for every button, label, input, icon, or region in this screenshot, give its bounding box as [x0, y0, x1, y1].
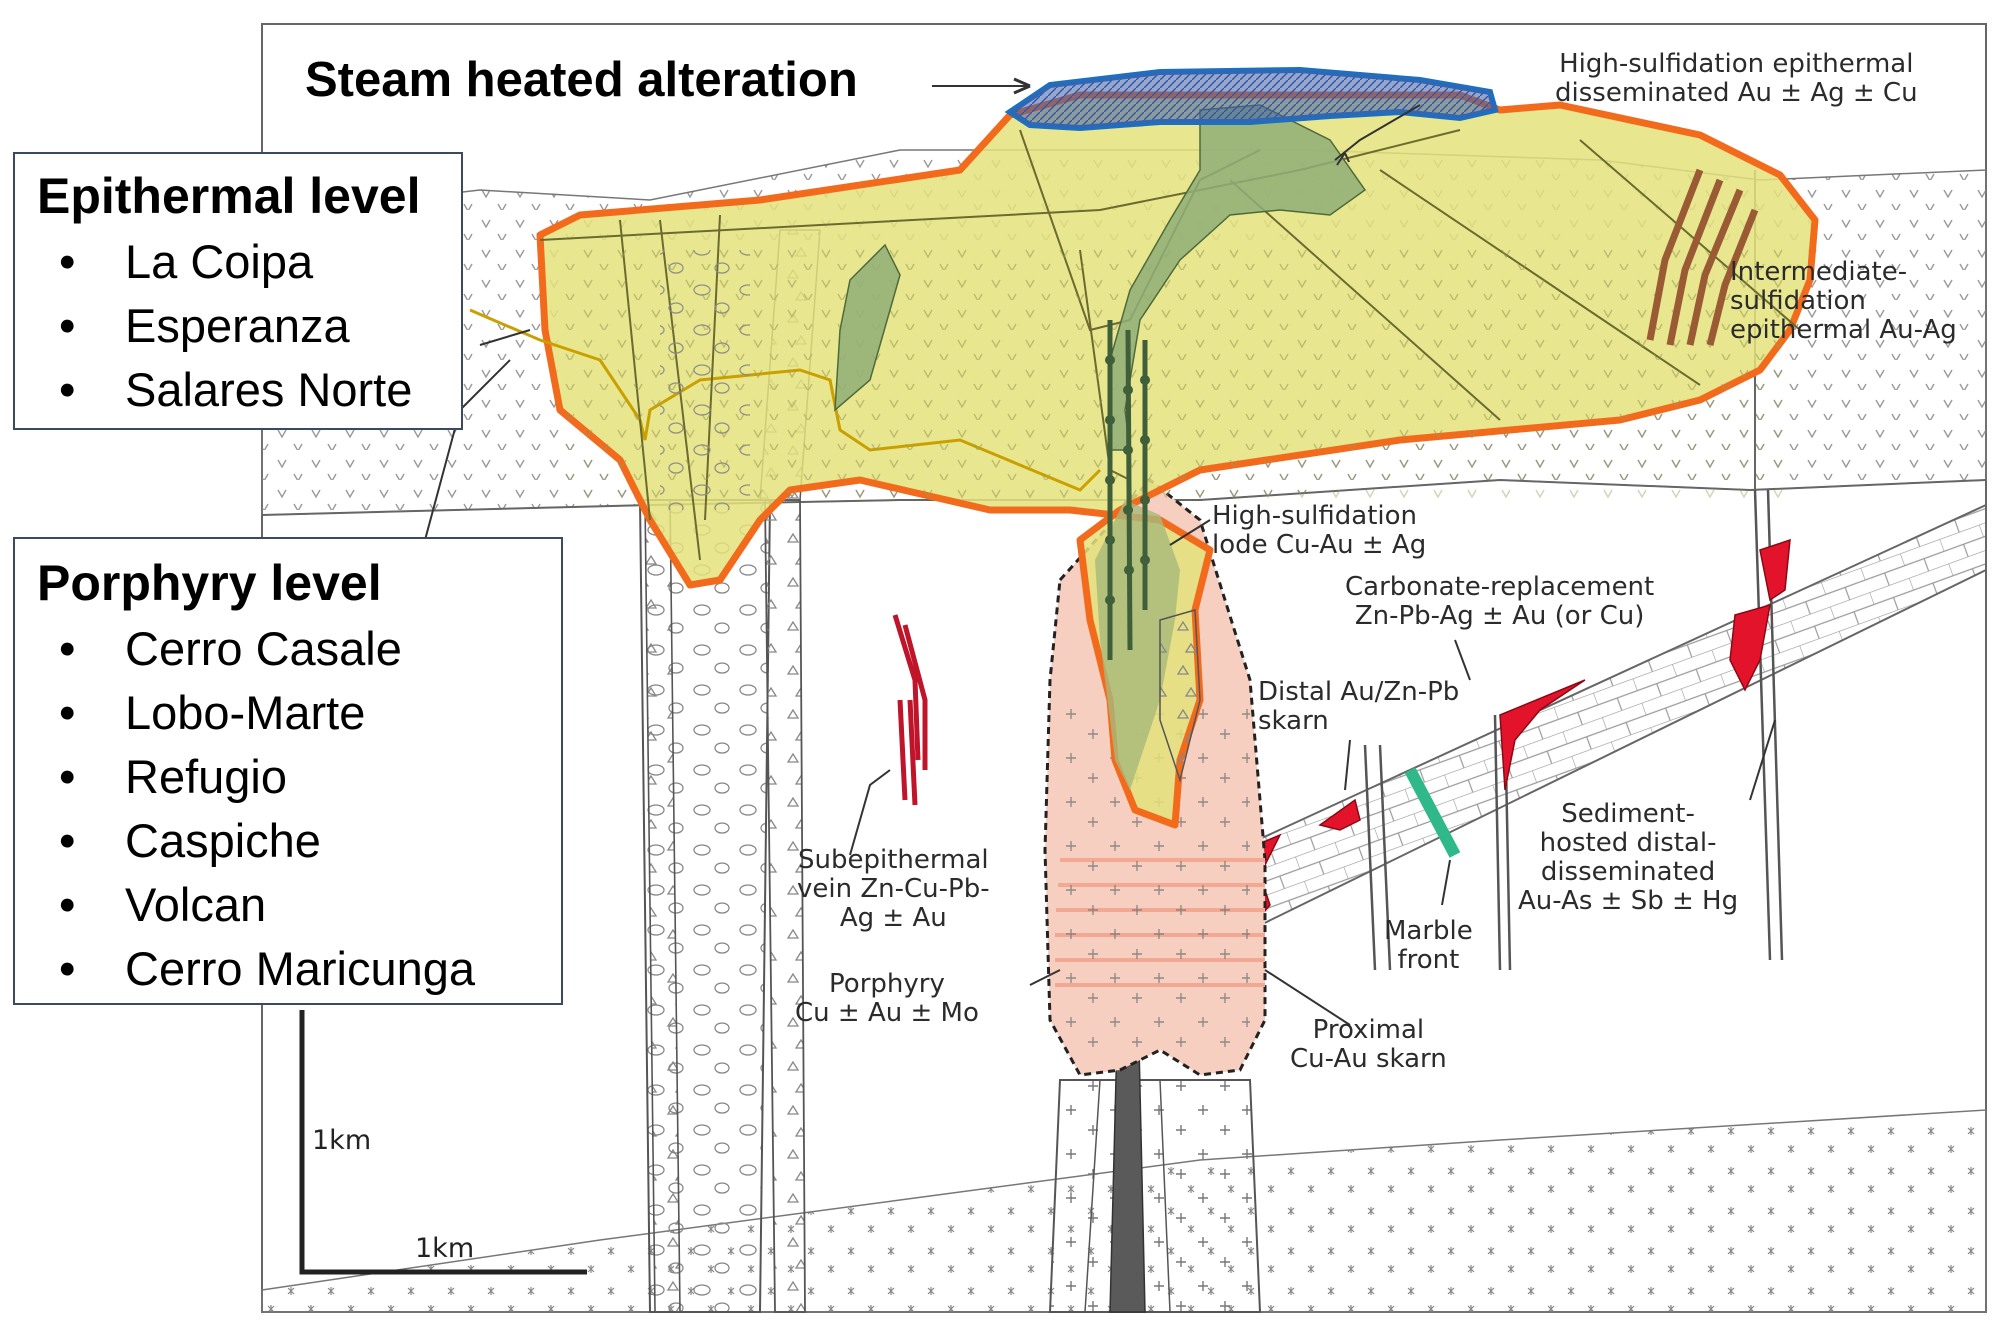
list-item: Salares Norte [37, 358, 461, 422]
distal-skarn [1318, 798, 1361, 831]
scale-horizontal-label: 1km [415, 1233, 475, 1264]
scale-bar [299, 1010, 587, 1275]
porphyry-list: Cerro Casale Lobo-Marte Refugio Caspiche… [37, 617, 561, 1001]
intermediate-sulfidation-veins [1646, 168, 1759, 346]
carbonate-replacement-skarn [1499, 679, 1586, 791]
label-intermediate-sulfidation: Intermediate- sulfidation epithermal Au-… [1730, 257, 1957, 345]
list-item: Lobo-Marte [37, 681, 561, 745]
label-proximal-skarn: Proximal Cu-Au skarn [1290, 1015, 1447, 1074]
label-sediment-hosted: Sediment- hosted distal- disseminated Au… [1518, 799, 1739, 916]
epithermal-list: La Coipa Esperanza Salares Norte [37, 230, 461, 422]
marble-front [1404, 767, 1461, 858]
label-porphyry-cu: Porphyry Cu ± Au ± Mo [795, 969, 979, 1028]
steam-heated-title: Steam heated alteration [305, 53, 858, 107]
porphyry-level-box: Porphyry level Cerro Casale Lobo-Marte R… [13, 537, 563, 1005]
porphyry-stock [1048, 1079, 1262, 1313]
label-carbonate-replacement: Carbonate-replacement Zn-Pb-Ag ± Au (or … [1345, 572, 1655, 631]
scale-vertical-label: 1km [312, 1125, 372, 1156]
label-marble-front: Marble front [1384, 916, 1473, 975]
list-item: Esperanza [37, 294, 461, 358]
subepithermal-veins [892, 614, 928, 806]
list-item: Cerro Maricunga [37, 937, 561, 1001]
list-item: Volcan [37, 873, 561, 937]
sediment-hosted-skarn [1729, 603, 1771, 692]
list-item: Cerro Casale [37, 617, 561, 681]
label-distal-skarn: Distal Au/Zn-Pb skarn [1258, 677, 1460, 736]
list-item: Refugio [37, 745, 561, 809]
epithermal-heading: Epithermal level [37, 168, 421, 224]
label-hs-lode: High-sulfidation lode Cu-Au ± Ag [1212, 501, 1427, 560]
list-item: Caspiche [37, 809, 561, 873]
list-item: La Coipa [37, 230, 461, 294]
label-hs-disseminated: High-sulfidation epithermal disseminated… [1555, 49, 1918, 108]
porphyry-heading: Porphyry level [37, 555, 382, 611]
green-alteration [1109, 104, 1367, 451]
epithermal-level-box: Epithermal level La Coipa Esperanza Sala… [13, 152, 463, 430]
label-subepithermal-vein: Subepithermal vein Zn-Cu-Pb- Ag ± Au [797, 845, 990, 933]
